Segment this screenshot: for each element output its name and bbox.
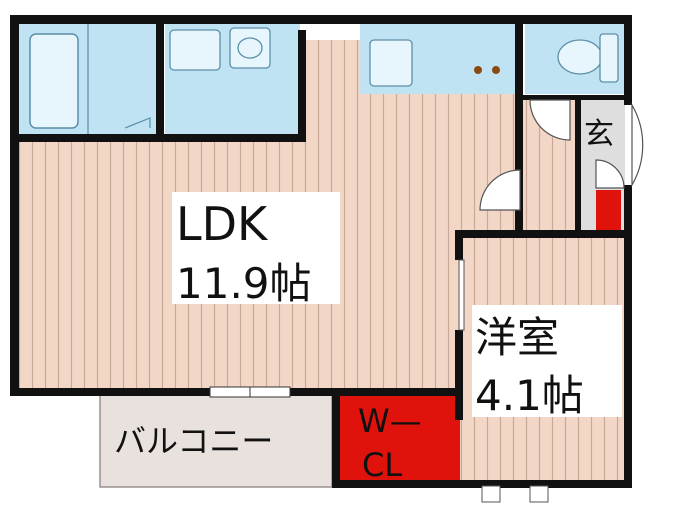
stove-burner-right bbox=[492, 66, 500, 74]
western-bottom-door-left bbox=[481, 485, 501, 503]
kitchen-sink bbox=[369, 39, 413, 87]
wall-bottom-right bbox=[332, 480, 632, 488]
western-bottom-door-right bbox=[529, 485, 549, 503]
entry-door-swing bbox=[631, 102, 644, 188]
western-sliding-door bbox=[458, 259, 465, 331]
toilet-bowl bbox=[557, 39, 603, 75]
wall-right-bottom bbox=[624, 185, 632, 488]
bath-door-mark bbox=[124, 117, 151, 129]
wcl-label-line1: W— bbox=[358, 402, 422, 440]
wcl-label-line2: CL bbox=[362, 446, 402, 484]
wall-wcl-left bbox=[332, 388, 340, 486]
western-label-bg bbox=[472, 305, 622, 417]
wall-bottom-left bbox=[10, 388, 210, 396]
walls bbox=[10, 15, 632, 488]
entrance-inner-door-swing bbox=[595, 159, 625, 189]
wall-hall-left bbox=[515, 95, 523, 235]
wall-washroom-right bbox=[298, 30, 306, 142]
wall-bath-bottom bbox=[10, 134, 300, 142]
walk-in-closet bbox=[335, 393, 460, 483]
wall-top bbox=[10, 15, 630, 24]
wall-entrance-divider bbox=[575, 100, 581, 235]
hall-door-swing bbox=[479, 169, 521, 211]
ldk-room-size: 11.9帖 bbox=[176, 259, 312, 308]
bathtub bbox=[29, 33, 79, 129]
stove-burner-left bbox=[474, 66, 482, 74]
wall-bottom-mid bbox=[290, 388, 460, 396]
wall-left bbox=[10, 15, 19, 395]
wall-western-left-top bbox=[455, 230, 463, 260]
ldk-room-name: LDK bbox=[176, 197, 269, 251]
entrance-label: 玄 bbox=[584, 117, 614, 152]
wall-toilet-bottom bbox=[515, 95, 625, 100]
toilet-door-swing bbox=[529, 99, 571, 141]
ldk-label-bg bbox=[172, 192, 340, 304]
shoe-cabinet bbox=[596, 190, 621, 230]
balcony-label: バルコニー bbox=[114, 422, 273, 460]
wall-right-top bbox=[624, 15, 632, 105]
western-room-name: 洋室 bbox=[475, 313, 559, 362]
washing-machine-drain bbox=[237, 37, 263, 59]
wall-western-left-bottom bbox=[455, 330, 463, 420]
wall-kitchen-toilet bbox=[515, 15, 523, 95]
wall-western-top bbox=[455, 230, 630, 238]
toilet-tank bbox=[599, 33, 619, 83]
western-room-size: 4.1帖 bbox=[475, 371, 584, 420]
wall-bath-washroom bbox=[156, 15, 164, 140]
washbasin bbox=[169, 29, 221, 71]
